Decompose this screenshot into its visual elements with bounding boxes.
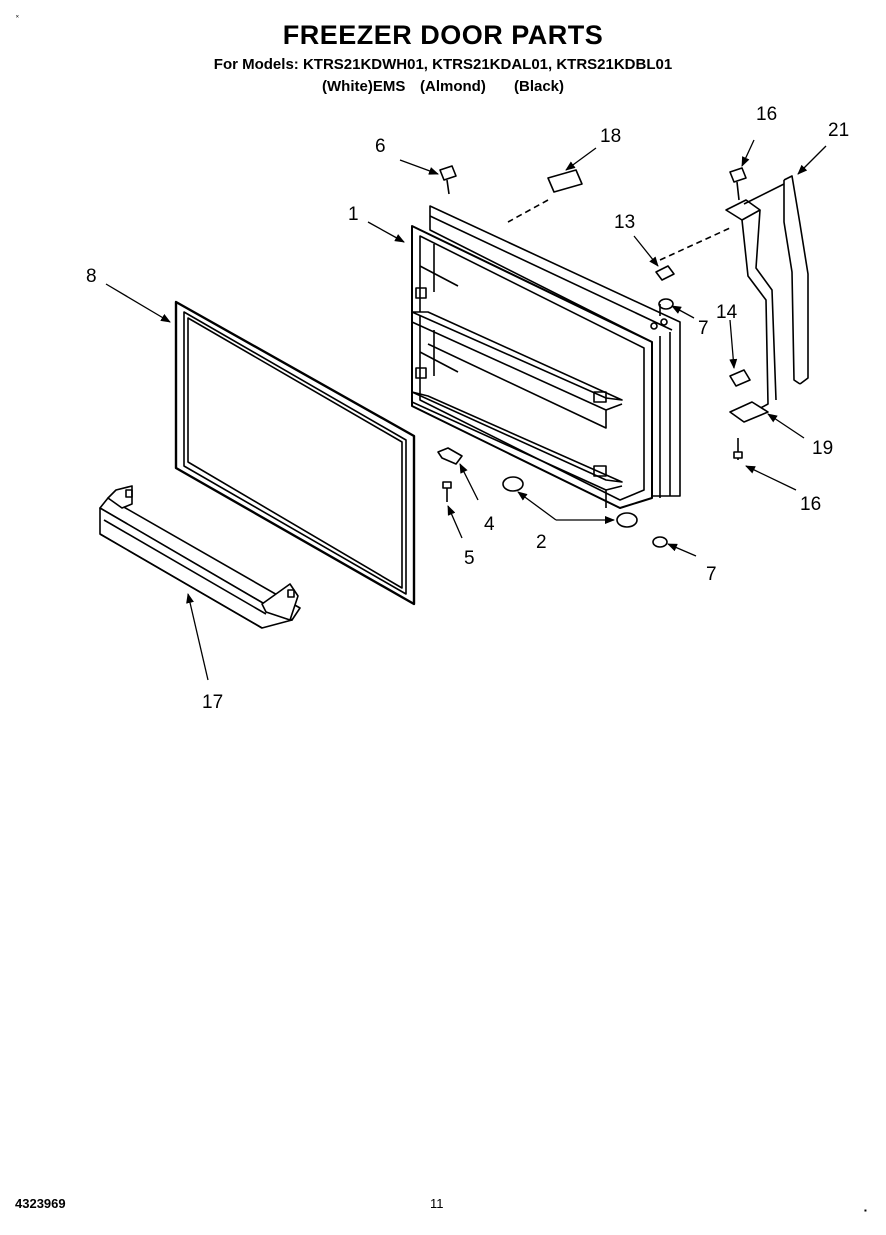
callout-1: 1 <box>348 204 359 225</box>
screw-16-lower <box>733 438 743 460</box>
callout-21: 21 <box>828 120 849 141</box>
door-label <box>547 169 583 193</box>
color-white: (White)EMS <box>322 78 406 95</box>
screw-6 <box>439 165 457 195</box>
callout-16-lower: 16 <box>800 494 821 515</box>
callout-7-upper: 7 <box>698 318 709 339</box>
door-gasket <box>174 300 416 606</box>
callout-2: 2 <box>536 532 547 553</box>
callout-16-upper: 16 <box>756 104 777 125</box>
page-title: FREEZER DOOR PARTS <box>282 20 604 50</box>
corner-mark-top-left: ˟ <box>16 14 19 23</box>
callout-18: 18 <box>600 126 621 147</box>
bumper-2-left <box>502 476 524 492</box>
callout-6: 6 <box>375 136 386 157</box>
hinge-cover <box>783 175 809 385</box>
models-line: For Models: KTRS21KDWH01, KTRS21KDAL01, … <box>213 56 673 73</box>
screw-5 <box>442 481 452 502</box>
callout-19: 19 <box>812 438 833 459</box>
callout-8: 8 <box>86 266 97 287</box>
color-black: (Black) <box>514 78 565 95</box>
corner-mark-bottom-right: ▪ <box>864 1206 867 1215</box>
screw-16-upper <box>729 167 747 201</box>
page-number: 11 <box>430 1196 444 1211</box>
hinge-bushing-13 <box>655 265 675 281</box>
color-almond: (Almond) <box>420 78 486 95</box>
callout-13: 13 <box>614 212 635 233</box>
door-panel <box>411 205 681 509</box>
cam-4 <box>437 447 463 465</box>
callout-14: 14 <box>716 302 738 323</box>
document-number: 4323969 <box>15 1196 66 1211</box>
door-handle <box>99 485 301 629</box>
plug-7-lower <box>652 536 668 548</box>
callout-4: 4 <box>484 514 495 535</box>
plug-7-upper <box>658 298 674 310</box>
door-hinge <box>725 199 777 423</box>
bumper-2-right <box>616 512 638 528</box>
callout-7-lower: 7 <box>706 564 717 585</box>
callout-5: 5 <box>464 548 475 569</box>
callout-17: 17 <box>202 692 223 713</box>
hinge-shim-14 <box>729 369 751 387</box>
